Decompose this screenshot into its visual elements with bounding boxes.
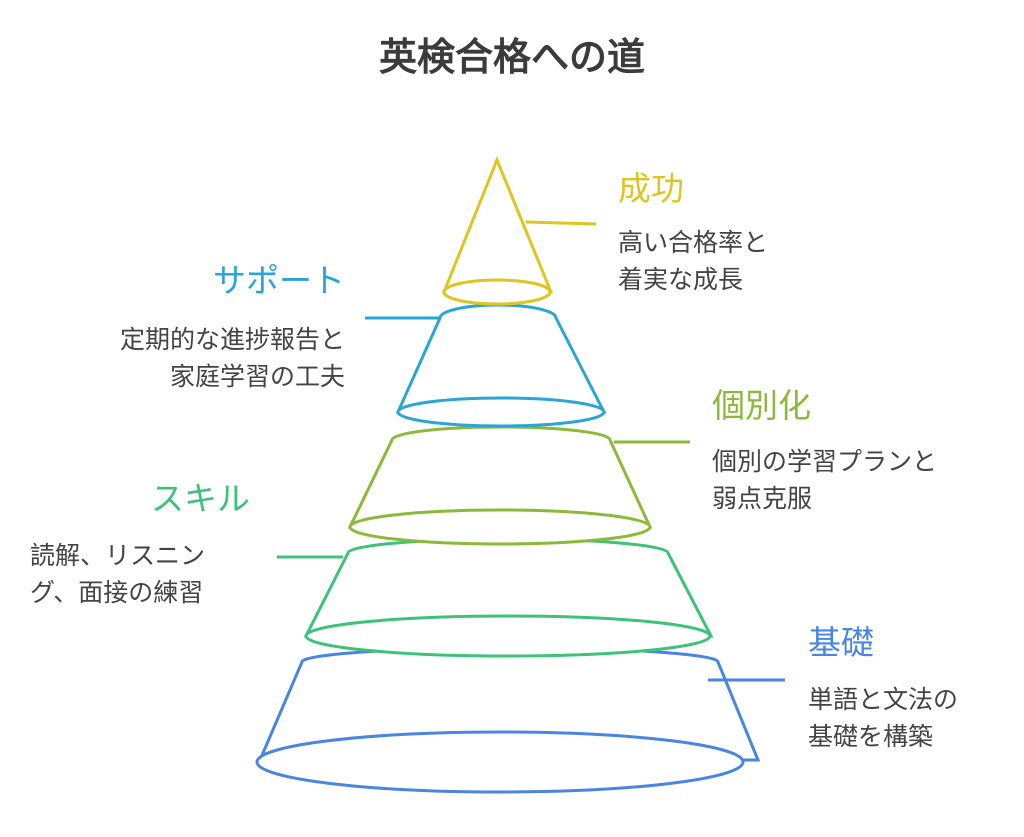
layer-personalization (347, 425, 690, 546)
heading-success: 成功 (618, 169, 684, 208)
desc-line: 定期的な進捗報告と (119, 325, 345, 354)
desc-success: 高い合格率と 着実な成長 (618, 224, 768, 298)
heading-foundation: 基礎 (808, 623, 874, 662)
desc-line: 着実な成長 (618, 265, 744, 294)
page-title: 英検合格への道 (378, 35, 645, 79)
desc-personalization: 個別の学習プランと 弱点克服 (712, 443, 937, 517)
desc-line: 基礎を構築 (808, 722, 934, 751)
heading-personalization: 個別化 (712, 386, 811, 425)
desc-line: グ、面接の練習 (30, 578, 204, 607)
connector-success (525, 220, 597, 226)
desc-line: 高い合格率と (618, 228, 769, 257)
layer-foundation (255, 646, 785, 794)
desc-line: 家庭学習の工夫 (169, 362, 345, 391)
layer-support (365, 303, 607, 428)
heading-skills: スキル (151, 479, 250, 518)
desc-foundation: 単語と文法の 基礎を構築 (808, 681, 958, 755)
desc-support: 定期的な進捗報告と 家庭学習の工夫 (120, 321, 345, 395)
desc-line: 読解、リスニン (30, 541, 206, 570)
layer-skills (277, 537, 714, 658)
desc-line: 単語と文法の (808, 685, 959, 714)
heading-support: サポート (213, 261, 345, 300)
desc-line: 個別の学習プランと (712, 447, 938, 476)
desc-skills: 読解、リスニン グ、面接の練習 (30, 537, 205, 611)
desc-line: 弱点克服 (712, 484, 813, 513)
layer-success (441, 156, 597, 306)
